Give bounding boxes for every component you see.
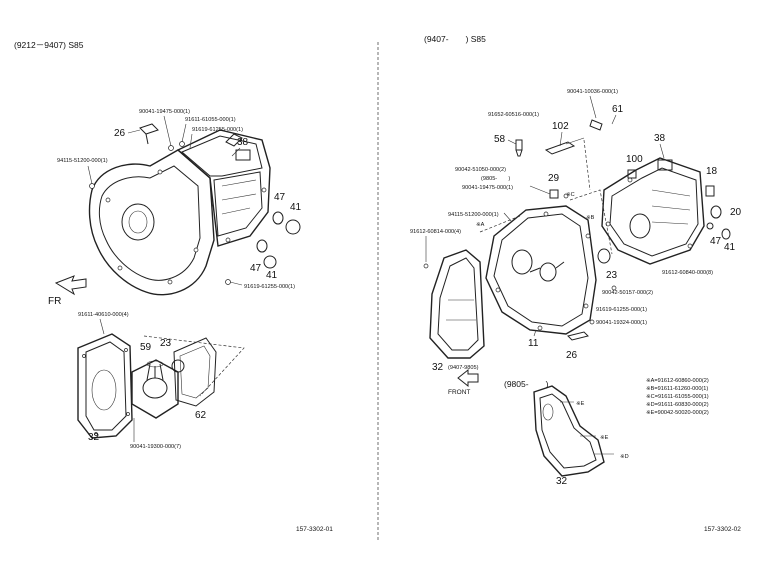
right-part-91619-61255: 91619-61255-000(1) xyxy=(596,307,647,313)
right-callouts: 61 102 58 38 100 29 18 20 47 41 23 11 26… xyxy=(432,104,742,487)
right-part-90042-51050: 90042-51050-000(2) xyxy=(455,167,506,173)
right-transmission-case-drawing xyxy=(601,157,705,265)
oil-seal-23-left xyxy=(171,359,185,373)
left-part-94115-51200: 94115-51200-000(1) xyxy=(57,158,108,164)
left-callout-59: 59 xyxy=(140,342,152,353)
right-callout-26: 26 xyxy=(566,350,578,361)
legend-e: ※E=90042-50020-000(2) xyxy=(646,410,709,416)
right-part-9407-9805: (9407-9805) xyxy=(448,365,479,371)
marker-e-1: ※E xyxy=(576,401,585,407)
marker-a: ※A xyxy=(476,222,485,228)
fr-label: FR xyxy=(48,296,61,307)
right-part-numbers: 90041-10036-000(1) 91652-60516-000(1) 90… xyxy=(410,89,713,371)
right-clutch-housing-drawing xyxy=(485,205,597,335)
left-small-parts xyxy=(89,123,301,285)
marker-b: ※B xyxy=(586,215,595,221)
legend-c: ※C=91611-61055-000(1) xyxy=(646,394,709,400)
left-part-91611-40610: 91611-40610-000(4) xyxy=(78,312,129,318)
left-callout-47-b: 47 xyxy=(250,263,262,274)
left-callout-47-a: 47 xyxy=(274,192,286,203)
left-part-91611-61055: 91611-61055-000(1) xyxy=(185,117,236,123)
right-part-90042-50157: 90042-50157-000(2) xyxy=(602,290,653,296)
right-callout-11: 11 xyxy=(528,338,539,349)
legend-d: ※D=91611-60830-000(2) xyxy=(646,402,709,408)
left-panel: (9212－9407) S85 xyxy=(14,40,333,533)
front-arrow-right: FRONT xyxy=(448,368,479,396)
right-part-94115-51200: 94115-51200-000(1) xyxy=(448,212,499,218)
left-footer-code: 157-3302-01 xyxy=(296,526,333,533)
marker-legend: ※A=91612-60860-000(2) ※B=91611-61260-000… xyxy=(646,378,709,416)
legend-b: ※B=91611-61260-000(1) xyxy=(646,386,708,392)
gasket-62-drawing xyxy=(173,337,217,407)
right-header: (9407- ) S85 xyxy=(424,34,486,44)
left-callout-38: 38 xyxy=(237,137,249,148)
right-callout-100: 100 xyxy=(626,154,643,165)
left-callout-23: 23 xyxy=(160,338,172,349)
left-callout-41-b: 41 xyxy=(266,270,278,281)
marker-c: ※C xyxy=(566,192,575,198)
left-part-90041-19300: 90041-19300-000(7) xyxy=(130,444,181,450)
right-part-90041-10036: 90041-10036-000(1) xyxy=(567,89,618,95)
assembly-dash-left xyxy=(143,335,245,397)
left-part-91619-61255-a: 91619-61255-000(1) xyxy=(192,127,243,133)
right-callout-20: 20 xyxy=(730,207,742,218)
left-part-91619-61255-b: 91619-61255-000(1) xyxy=(244,284,295,290)
left-callouts: 26 38 47 41 47 41 59 23 62 32 xyxy=(88,128,302,443)
right-callout-58: 58 xyxy=(494,134,506,145)
right-callout-102: 102 xyxy=(552,121,569,132)
right-callout-61: 61 xyxy=(612,104,624,115)
left-part-numbers: 90041-19475-000(1) 91611-61055-000(1) 91… xyxy=(57,109,295,450)
right-small-parts xyxy=(423,119,731,341)
left-callout-41-a: 41 xyxy=(290,202,302,213)
right-callout-18: 18 xyxy=(706,166,718,177)
front-label: FRONT xyxy=(448,389,470,396)
right-part-91612-60814: 91612-60814-000(4) xyxy=(410,229,461,235)
assembly-dash-right-1 xyxy=(583,139,591,191)
assembly-dash-right-2 xyxy=(569,189,613,255)
right-gasket-9805-drawing xyxy=(533,385,614,477)
gasket-drawing-left xyxy=(77,333,133,439)
right-callout-29: 29 xyxy=(548,173,560,184)
right-callout-41: 41 xyxy=(724,242,736,253)
left-header: (9212－9407) S85 xyxy=(14,40,84,50)
left-callout-26: 26 xyxy=(114,128,126,139)
right-callout-47: 47 xyxy=(710,236,722,247)
right-callout-23: 23 xyxy=(606,270,618,281)
right-part-90041-19324: 90041-19324-000(1) xyxy=(596,320,647,326)
bearing-retainer-drawing xyxy=(131,359,179,419)
right-callout-38: 38 xyxy=(654,133,666,144)
right-part-90041-19475: 90041-19475-000(1) xyxy=(462,185,513,191)
right-sub-header: (9805- ) xyxy=(504,379,549,389)
left-callout-32: 32 xyxy=(88,432,100,443)
legend-a: ※A=91612-60860-000(2) xyxy=(646,378,709,384)
transmission-case-drawing xyxy=(176,129,271,247)
clutch-housing-drawing xyxy=(88,149,215,296)
right-part-9805-note: (9805- ) xyxy=(481,176,510,182)
right-gasket-32-drawing xyxy=(429,249,485,359)
right-callout-32-b: 32 xyxy=(556,476,568,487)
right-part-91652-60516: 91652-60516-000(1) xyxy=(488,112,539,118)
front-direction-arrow: FR xyxy=(48,275,87,307)
right-callout-32-a: 32 xyxy=(432,362,444,373)
left-part-90041-19475: 90041-19475-000(1) xyxy=(139,109,190,115)
right-panel: (9407- ) S85 xyxy=(410,34,742,533)
right-footer-code: 157-3302-02 xyxy=(704,526,741,533)
assembly-dash-right-3 xyxy=(479,215,521,233)
marker-d: ※D xyxy=(620,454,629,460)
right-markers: ※A ※B ※C ※E ※E ※D xyxy=(476,192,629,460)
right-part-91612-60840: 91612-60840-000(8) xyxy=(662,270,713,276)
marker-e-2: ※E xyxy=(600,435,609,441)
left-callout-62: 62 xyxy=(195,410,207,421)
